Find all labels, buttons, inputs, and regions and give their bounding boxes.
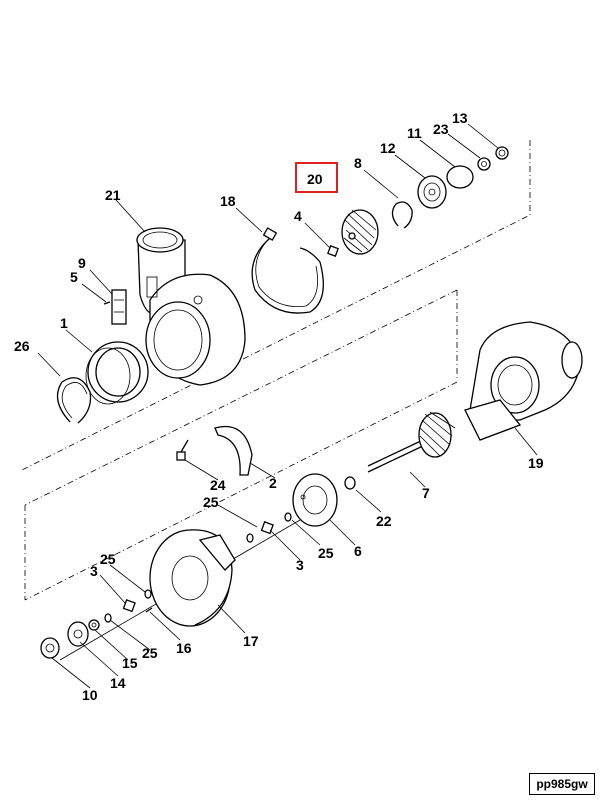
callout-20: 20 — [307, 171, 323, 187]
washer-lower-b — [104, 613, 112, 623]
callout-8: 8 — [354, 155, 362, 171]
compressor-wheel — [341, 209, 379, 255]
callout-5: 5 — [70, 269, 78, 285]
band-clamp — [85, 341, 149, 405]
callout-24: 24 — [210, 477, 226, 493]
callout-25-b: 25 — [318, 545, 334, 561]
turbine-wheel-shaft — [367, 411, 456, 473]
callout-10: 10 — [82, 687, 98, 703]
snap-ring — [56, 377, 92, 424]
insert — [88, 619, 100, 631]
snap-ring-small — [391, 201, 413, 229]
callout-9: 9 — [78, 255, 86, 271]
callout-13: 13 — [452, 110, 468, 126]
turbine-housing — [464, 321, 583, 441]
callout-17: 17 — [243, 633, 259, 649]
o-ring — [446, 165, 474, 189]
callout-15: 15 — [122, 655, 138, 671]
shield-segment — [214, 426, 253, 476]
washer-small — [477, 157, 491, 171]
callout-labels: 21 9 5 1 26 18 4 8 12 11 23 13 19 7 22 6… — [14, 110, 544, 703]
lock-nut — [495, 146, 509, 160]
assembly-axis-lines — [21, 140, 531, 661]
callout-25-c: 25 — [100, 551, 116, 567]
callout-3-a: 3 — [296, 557, 304, 573]
callout-4: 4 — [294, 208, 302, 224]
callout-18: 18 — [220, 193, 236, 209]
callout-3-b: 3 — [90, 563, 98, 579]
bearing-housing — [149, 529, 236, 627]
callout-6: 6 — [354, 543, 362, 559]
callout-23: 23 — [433, 121, 449, 137]
bolt — [176, 439, 189, 461]
highlighted-callout-20[interactable]: 20 — [295, 162, 338, 193]
heat-shield — [292, 473, 338, 527]
callout-19: 19 — [528, 455, 544, 471]
callout-2: 2 — [269, 475, 277, 491]
washer-lower — [144, 589, 152, 599]
large-retaining-ring — [251, 227, 324, 314]
thrust-washer — [40, 637, 60, 659]
callout-14: 14 — [110, 675, 126, 691]
callout-11: 11 — [407, 125, 422, 141]
nut-small — [327, 245, 339, 257]
callout-26: 26 — [14, 338, 30, 354]
leader-lines — [37, 123, 538, 689]
pin — [145, 607, 153, 613]
piston-ring — [344, 476, 356, 490]
callout-16: 16 — [176, 640, 192, 656]
small-seal-ring-a — [284, 512, 292, 522]
callout-25-a: 25 — [203, 494, 219, 510]
highlight-box — [295, 162, 338, 193]
nut-lower — [122, 599, 136, 613]
seal-plate — [67, 621, 89, 647]
callout-22: 22 — [376, 513, 392, 529]
callout-12: 12 — [380, 140, 396, 156]
nameplate-and-screw — [103, 289, 127, 325]
callout-25-d: 25 — [142, 645, 158, 661]
callout-21: 21 — [105, 187, 121, 203]
document-code: pp985gw — [529, 773, 595, 795]
thrust-collar — [417, 175, 447, 209]
callout-1: 1 — [60, 315, 68, 331]
callout-7: 7 — [422, 485, 430, 501]
small-seal-ring-b — [246, 533, 254, 543]
compressor-housing — [136, 227, 246, 386]
